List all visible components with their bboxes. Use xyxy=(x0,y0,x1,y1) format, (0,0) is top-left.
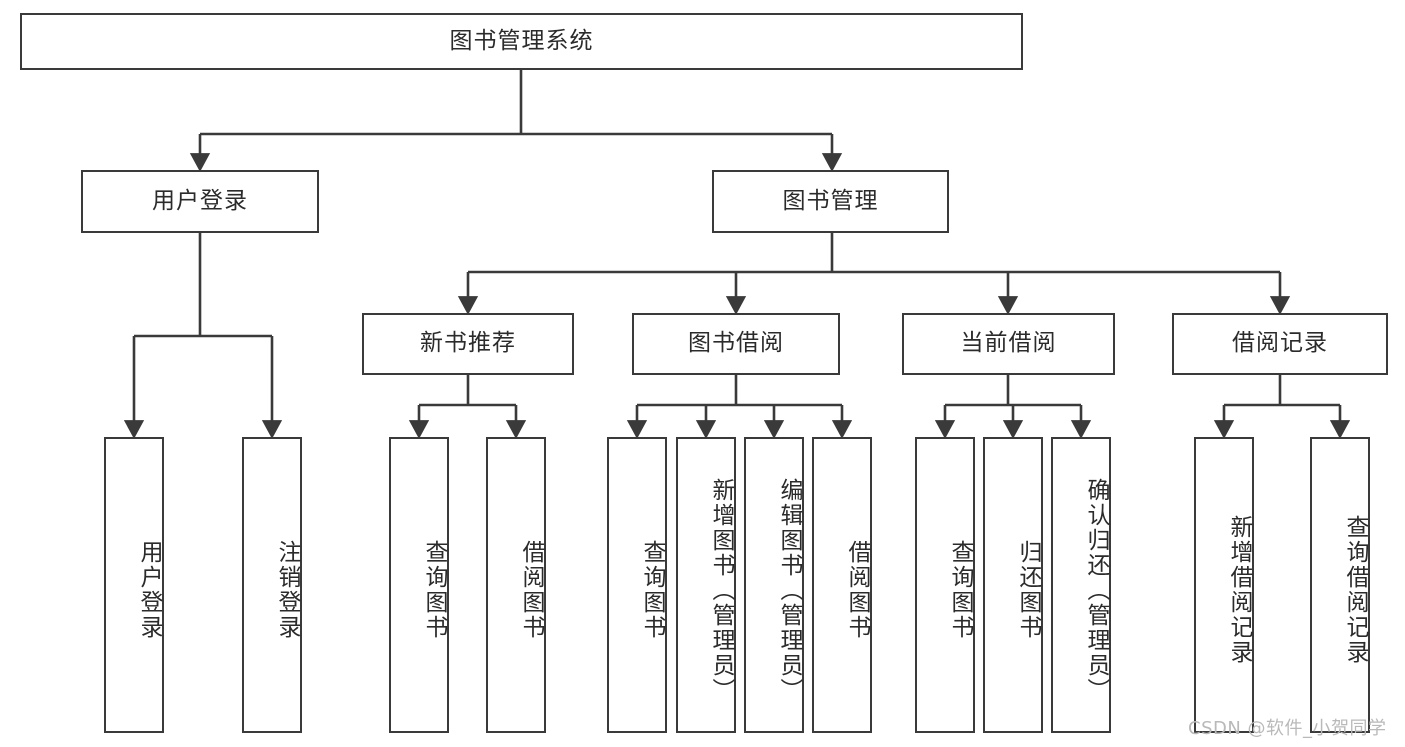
node-leaf-add-book-admin[interactable]: 新增图书（管理员） xyxy=(676,437,736,733)
node-leaf-logout[interactable]: 注销登录 xyxy=(242,437,302,733)
node-borrow-records[interactable]: 借阅记录 xyxy=(1172,313,1388,375)
node-new-book-recommend-label: 新书推荐 xyxy=(420,330,516,357)
node-leaf-confirm-return-admin-label: 确认归还（管理员） xyxy=(1083,477,1109,703)
node-book-management[interactable]: 图书管理 xyxy=(712,170,949,233)
node-root[interactable]: 图书管理系统 xyxy=(20,13,1023,70)
node-leaf-query-book-current-label: 查询图书 xyxy=(947,540,973,640)
node-new-book-recommend[interactable]: 新书推荐 xyxy=(362,313,574,375)
node-user-login-label: 用户登录 xyxy=(152,187,248,214)
node-leaf-edit-book-admin[interactable]: 编辑图书（管理员） xyxy=(744,437,804,733)
node-leaf-edit-book-admin-label: 编辑图书（管理员） xyxy=(776,477,802,703)
node-leaf-query-book-new[interactable]: 查询图书 xyxy=(389,437,449,733)
node-leaf-query-borrow-record-label: 查询借阅记录 xyxy=(1342,515,1368,665)
node-current-borrow[interactable]: 当前借阅 xyxy=(902,313,1115,375)
node-leaf-query-book-borrow-label: 查询图书 xyxy=(639,540,665,640)
node-leaf-user-login[interactable]: 用户登录 xyxy=(104,437,164,733)
node-leaf-add-book-admin-label: 新增图书（管理员） xyxy=(708,477,734,703)
node-leaf-query-book-current[interactable]: 查询图书 xyxy=(915,437,975,733)
node-leaf-logout-label: 注销登录 xyxy=(274,540,300,640)
node-root-label: 图书管理系统 xyxy=(449,27,594,54)
node-leaf-borrow-book-new-label: 借阅图书 xyxy=(518,540,544,640)
node-current-borrow-label: 当前借阅 xyxy=(960,330,1057,357)
node-book-management-label: 图书管理 xyxy=(782,187,879,214)
node-leaf-return-book[interactable]: 归还图书 xyxy=(983,437,1043,733)
node-leaf-borrow-book-new[interactable]: 借阅图书 xyxy=(486,437,546,733)
node-leaf-query-book-borrow[interactable]: 查询图书 xyxy=(607,437,667,733)
node-leaf-return-book-label: 归还图书 xyxy=(1015,540,1041,640)
node-leaf-query-borrow-record[interactable]: 查询借阅记录 xyxy=(1310,437,1370,733)
node-book-borrow[interactable]: 图书借阅 xyxy=(632,313,840,375)
csdn-watermark: CSDN @软件_小贺同学 xyxy=(1188,718,1387,739)
node-leaf-confirm-return-admin[interactable]: 确认归还（管理员） xyxy=(1051,437,1111,733)
node-borrow-records-label: 借阅记录 xyxy=(1232,330,1328,357)
node-leaf-add-borrow-record-label: 新增借阅记录 xyxy=(1226,515,1252,665)
node-leaf-borrow-book-label: 借阅图书 xyxy=(844,540,870,640)
node-leaf-add-borrow-record[interactable]: 新增借阅记录 xyxy=(1194,437,1254,733)
node-leaf-user-login-label: 用户登录 xyxy=(136,540,162,640)
node-book-borrow-label: 图书借阅 xyxy=(688,330,784,357)
node-leaf-borrow-book[interactable]: 借阅图书 xyxy=(812,437,872,733)
node-leaf-query-book-new-label: 查询图书 xyxy=(421,540,447,640)
node-user-login[interactable]: 用户登录 xyxy=(81,170,319,233)
